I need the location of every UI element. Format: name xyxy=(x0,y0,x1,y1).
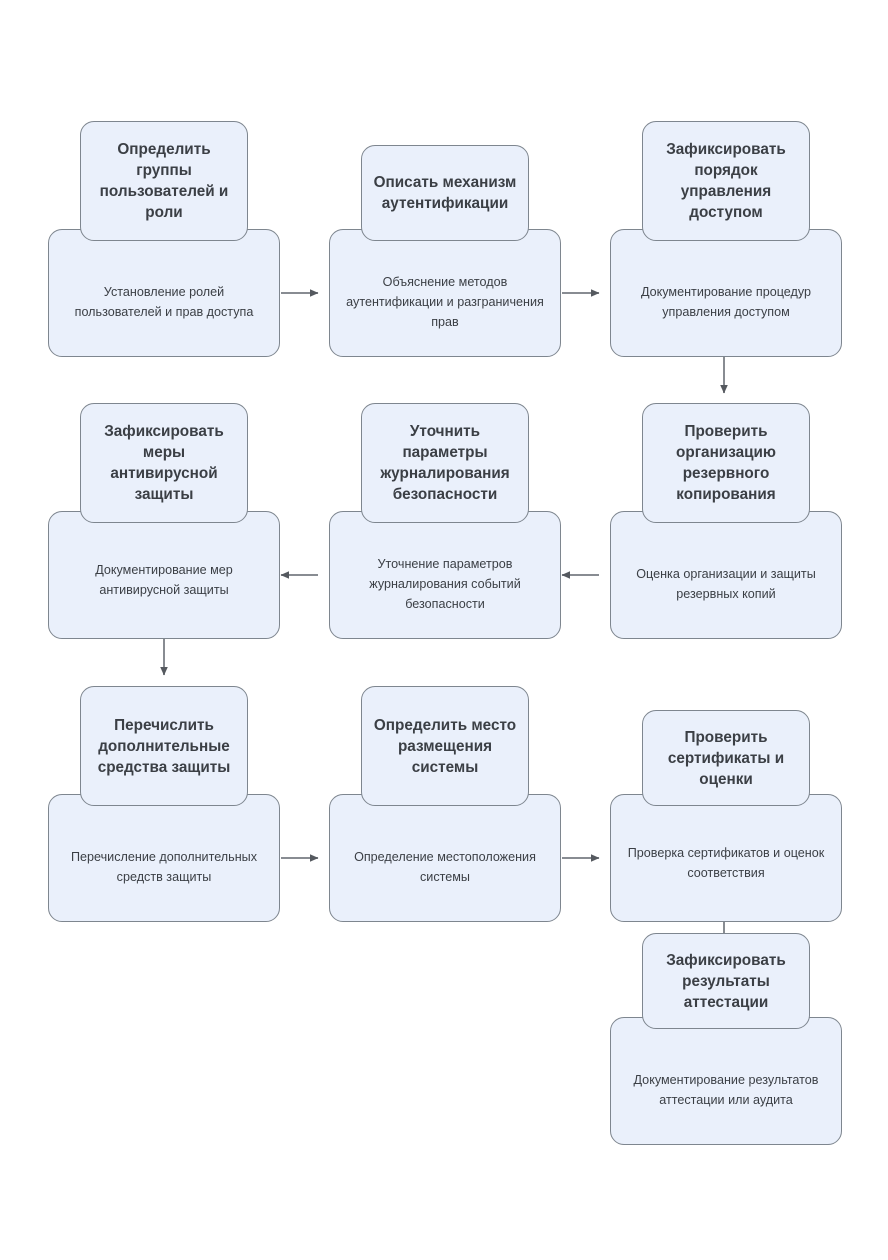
node-title-n10: Зафиксировать результаты аттестации xyxy=(666,951,786,1011)
node-title-card-n10[interactable]: Зафиксировать результаты аттестации xyxy=(642,933,810,1029)
node-body-n3: Документирование процедур управления дос… xyxy=(610,229,842,357)
node-title-n8: Определить место размещения системы xyxy=(373,716,517,776)
node-body-n9: Проверка сертификатов и оценок соответст… xyxy=(610,794,842,922)
node-description-n10: Документирование результатов аттестации … xyxy=(633,1073,819,1107)
node-title-card-n6[interactable]: Проверить организацию резервного копиров… xyxy=(642,403,810,523)
node-description-n5: Уточнение параметров журналирования собы… xyxy=(369,557,521,611)
node-body-n1: Установление ролей пользователей и прав … xyxy=(48,229,280,357)
node-description-n7: Перечисление дополнительных средств защи… xyxy=(70,850,258,884)
node-title-card-n4[interactable]: Зафиксировать меры антивирусной защиты xyxy=(80,403,248,523)
node-body-n5: Уточнение параметров журналирования собы… xyxy=(329,511,561,639)
node-title-n1: Определить группы пользователей и роли xyxy=(99,141,229,221)
node-title-card-n7[interactable]: Перечислить дополнительные средства защи… xyxy=(80,686,248,806)
node-body-n8: Определение местоположения системы xyxy=(329,794,561,922)
node-description-n8: Определение местоположения системы xyxy=(354,850,536,884)
node-title-n9: Проверить сертификаты и оценки xyxy=(667,728,785,788)
node-body-n10: Документирование результатов аттестации … xyxy=(610,1017,842,1145)
node-description-n6: Оценка организации и защиты резервных ко… xyxy=(636,567,816,601)
node-title-n3: Зафиксировать порядок управления доступо… xyxy=(666,141,786,221)
node-title-card-n2[interactable]: Описать механизм аутентификации xyxy=(361,145,529,241)
node-title-card-n1[interactable]: Определить группы пользователей и роли xyxy=(80,121,248,241)
node-body-n7: Перечисление дополнительных средств защи… xyxy=(48,794,280,922)
node-title-n6: Проверить организацию резервного копиров… xyxy=(676,423,776,503)
node-description-n1: Установление ролей пользователей и прав … xyxy=(74,285,254,319)
node-title-card-n9[interactable]: Проверить сертификаты и оценки xyxy=(642,710,810,806)
node-title-card-n8[interactable]: Определить место размещения системы xyxy=(361,686,529,806)
node-description-n2: Объяснение методов аутентификации и разг… xyxy=(346,275,544,329)
node-title-n4: Зафиксировать меры антивирусной защиты xyxy=(104,423,224,503)
node-title-n7: Перечислить дополнительные средства защи… xyxy=(97,716,231,776)
node-body-n6: Оценка организации и защиты резервных ко… xyxy=(610,511,842,639)
node-title-n5: Уточнить параметры журналирования безопа… xyxy=(380,423,510,503)
node-description-n4: Документирование мер антивирусной защиты xyxy=(95,563,233,597)
node-body-n2: Объяснение методов аутентификации и разг… xyxy=(329,229,561,357)
node-description-n9: Проверка сертификатов и оценок соответст… xyxy=(627,846,825,880)
node-title-card-n5[interactable]: Уточнить параметры журналирования безопа… xyxy=(361,403,529,523)
node-body-n4: Документирование мер антивирусной защиты xyxy=(48,511,280,639)
node-description-n3: Документирование процедур управления дос… xyxy=(640,285,812,319)
node-title-card-n3[interactable]: Зафиксировать порядок управления доступо… xyxy=(642,121,810,241)
node-title-n2: Описать механизм аутентификации xyxy=(373,174,517,212)
